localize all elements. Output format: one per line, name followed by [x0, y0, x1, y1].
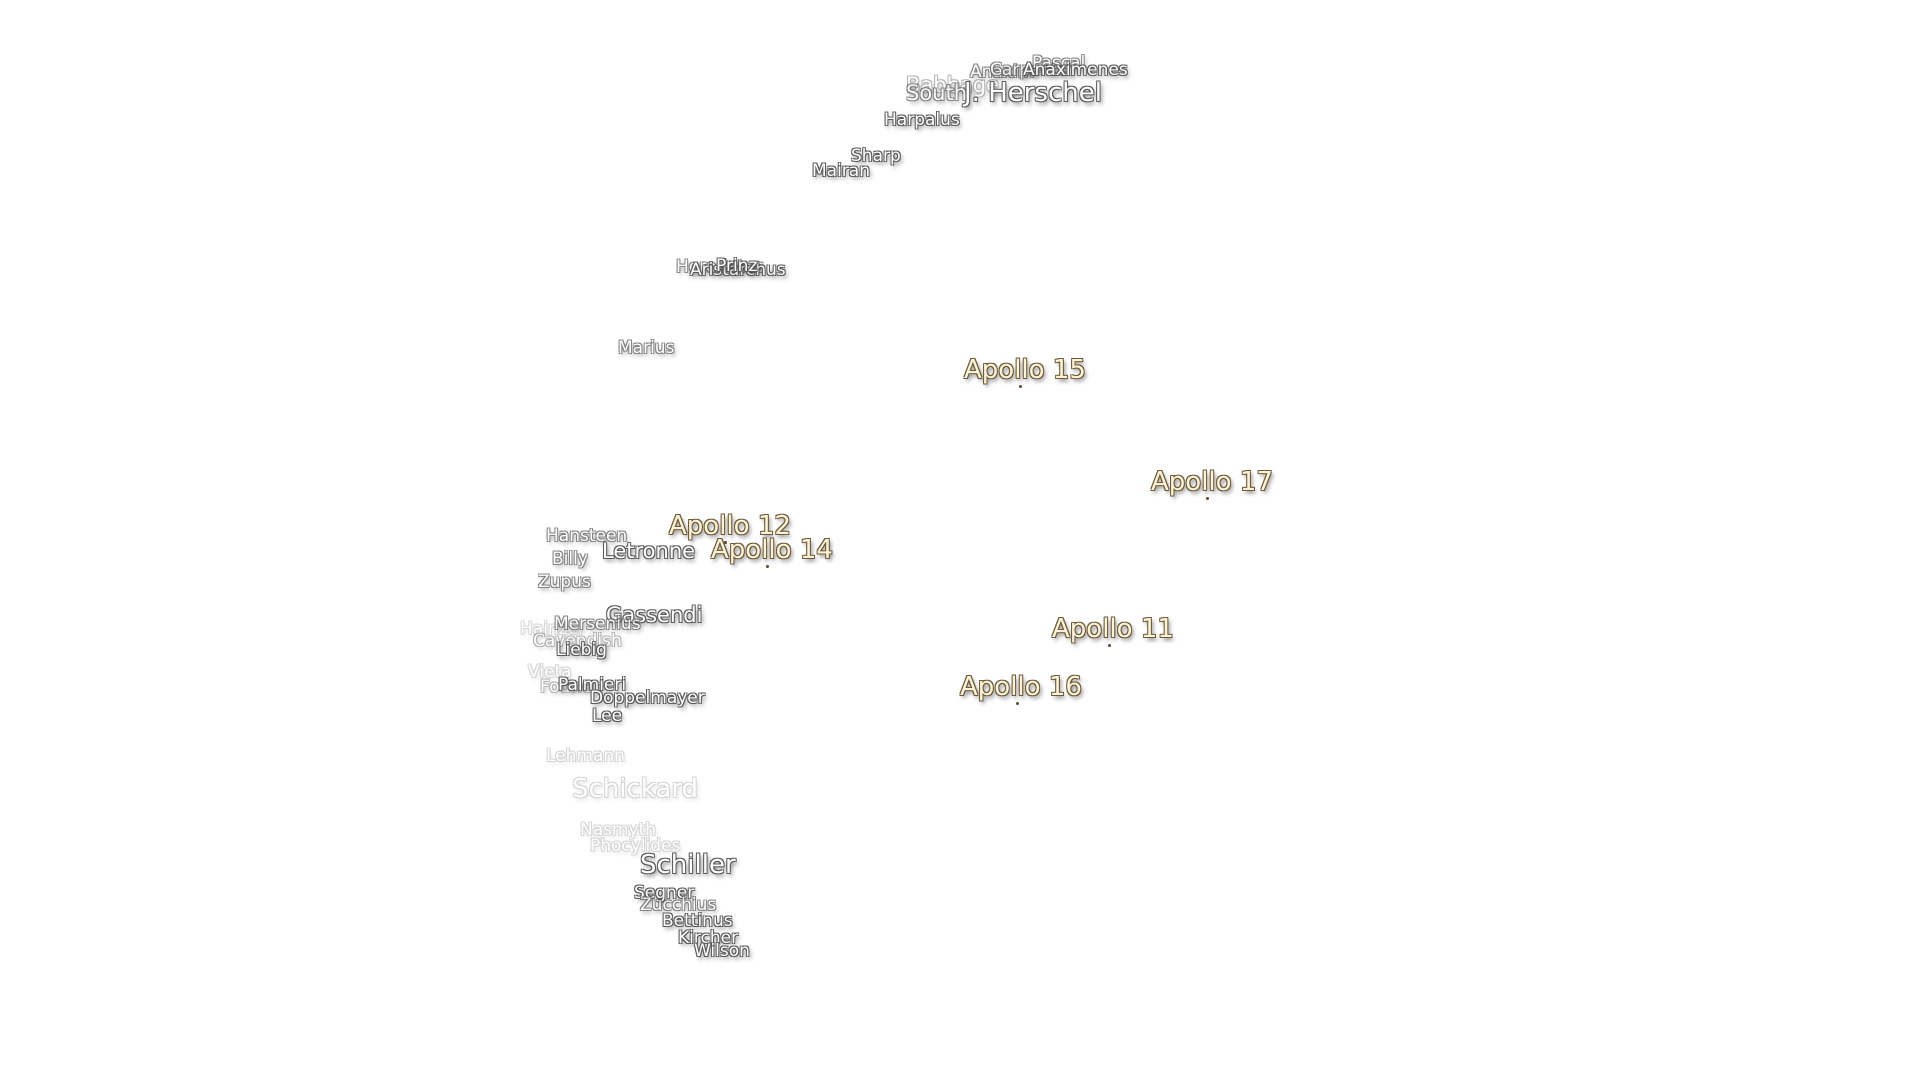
- crater-label-schickard[interactable]: Schickard: [572, 774, 699, 804]
- crater-label-nasmyth[interactable]: Nasmyth: [580, 820, 657, 840]
- crater-label-sharp[interactable]: Sharp: [851, 146, 901, 166]
- crater-label-fourier[interactable]: Fourier: [540, 677, 600, 697]
- crater-label-palmieri[interactable]: Palmieri: [558, 675, 627, 695]
- landing-site-label-apollo-16[interactable]: Apollo 16: [960, 672, 1082, 702]
- landing-site-label-apollo-14[interactable]: Apollo 14: [711, 535, 833, 565]
- crater-label-mersenius[interactable]: Mersenius: [554, 614, 641, 634]
- crater-label-liebig[interactable]: Liebig: [556, 640, 607, 660]
- crater-label-wilson[interactable]: Wilson: [694, 941, 750, 961]
- crater-label-herodotus[interactable]: Herodotus: [676, 257, 764, 277]
- crater-label-anaximenes-ghost[interactable]: Anaxim: [970, 62, 1035, 82]
- crater-label-letronne[interactable]: Letronne: [602, 539, 696, 563]
- crater-label-zucchius[interactable]: Zucchius: [640, 895, 717, 915]
- crater-label-carpenter[interactable]: Carpenter: [990, 60, 1076, 80]
- crater-label-bettinus[interactable]: Bettinus: [662, 911, 733, 931]
- crater-label-prinz[interactable]: Prinz: [716, 256, 758, 276]
- crater-label-gassendi[interactable]: Gassendi: [606, 603, 703, 627]
- crater-label-lehmann[interactable]: Lehmann: [546, 746, 625, 766]
- crater-label-segner[interactable]: Segner: [634, 883, 695, 903]
- crater-label-phocylides[interactable]: Phocylides: [590, 836, 681, 856]
- landing-site-marker-apollo-16[interactable]: [1016, 702, 1019, 705]
- crater-label-billy[interactable]: Billy: [552, 549, 588, 569]
- crater-label-mairan[interactable]: Mairan: [812, 161, 870, 181]
- crater-label-harpalus[interactable]: Harpalus: [884, 110, 960, 130]
- landing-site-marker-apollo-14[interactable]: [766, 565, 769, 568]
- landing-site-marker-apollo-11[interactable]: [1108, 644, 1111, 647]
- crater-label-lee[interactable]: Lee: [592, 706, 623, 726]
- crater-label-hansteen[interactable]: Hansteen: [546, 526, 628, 546]
- crater-label-vieta[interactable]: Vieta: [528, 662, 572, 682]
- crater-label-hainzel[interactable]: Hainzel: [520, 619, 583, 639]
- crater-label-anaximenes[interactable]: Anaximenes: [1023, 60, 1128, 80]
- crater-label-kircher[interactable]: Kircher: [678, 928, 739, 948]
- landing-site-label-apollo-17[interactable]: Apollo 17: [1151, 467, 1273, 497]
- crater-label-south[interactable]: South: [906, 81, 968, 105]
- landing-site-label-apollo-15[interactable]: Apollo 15: [964, 355, 1086, 385]
- landing-site-marker-apollo-15[interactable]: [1019, 385, 1022, 388]
- landing-site-label-apollo-12[interactable]: Apollo 12: [669, 511, 791, 541]
- crater-label-cavendish[interactable]: Cavendish: [533, 631, 622, 651]
- landing-site-marker-apollo-17[interactable]: [1206, 497, 1209, 500]
- crater-label-doppelmayer[interactable]: Doppelmayer: [590, 688, 705, 708]
- crater-label-j-herschel[interactable]: J. Herschel: [964, 78, 1102, 108]
- crater-label-aristarchus[interactable]: Aristarchus: [690, 260, 786, 280]
- crater-label-pascal[interactable]: Pascal: [1032, 53, 1086, 73]
- crater-label-babbage[interactable]: Babbage: [906, 73, 1000, 97]
- crater-label-marius[interactable]: Marius: [618, 338, 675, 358]
- landing-site-label-apollo-11[interactable]: Apollo 11: [1052, 614, 1174, 644]
- crater-label-schiller[interactable]: Schiller: [640, 850, 736, 880]
- landing-site-marker-apollo-12[interactable]: [724, 541, 727, 544]
- crater-label-zupus[interactable]: Zupus: [538, 572, 591, 592]
